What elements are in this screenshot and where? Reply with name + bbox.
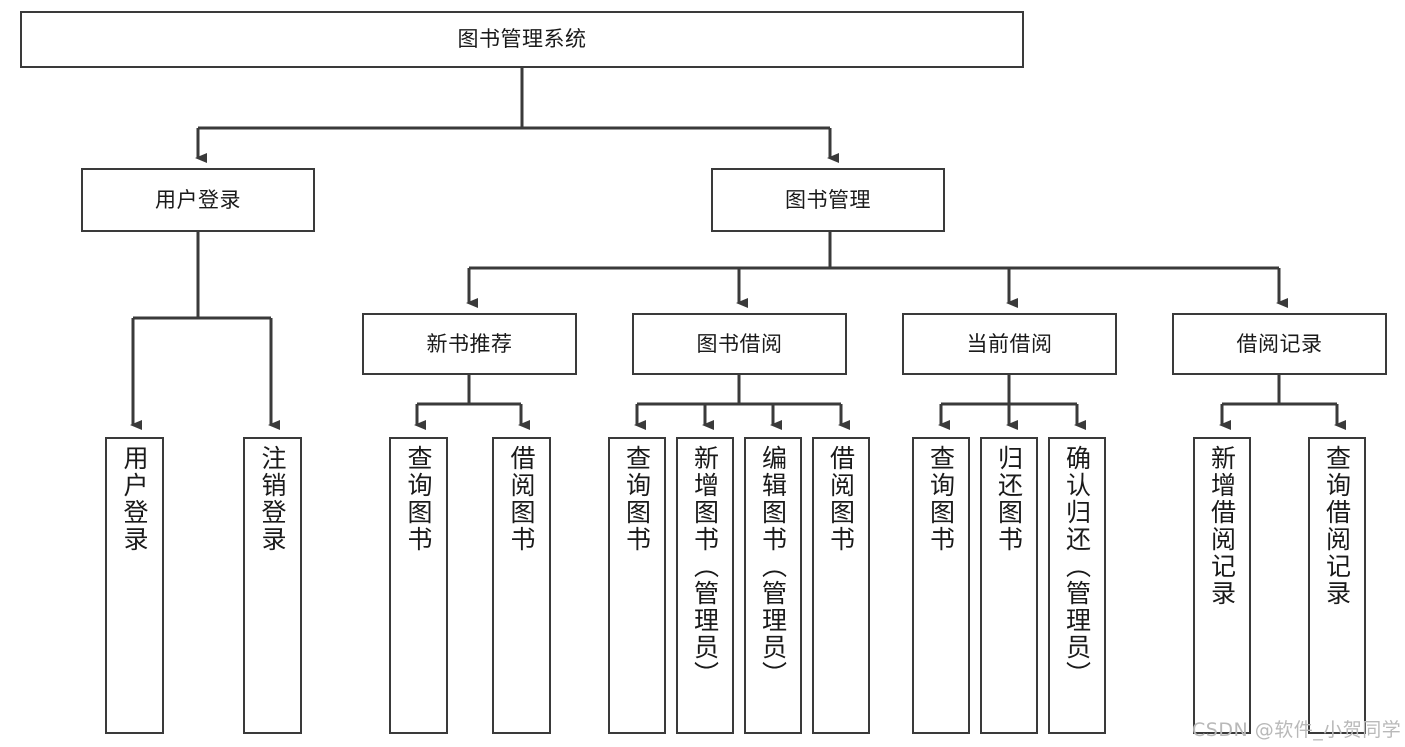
node-book-management[interactable]: 图书管理 — [711, 168, 945, 232]
node-label: 新增借阅记录 — [1207, 445, 1237, 607]
node-label: 图书管理系统 — [457, 27, 587, 52]
leaf-current-borrow-confirm-return-admin[interactable]: 确认归还（管理员） — [1048, 437, 1106, 734]
node-book-borrow[interactable]: 图书借阅 — [632, 313, 847, 375]
node-label: 查询图书 — [926, 445, 956, 553]
leaf-new-book-borrow-book[interactable]: 借阅图书 — [492, 437, 551, 734]
leaf-book-borrow-edit-book-admin[interactable]: 编辑图书（管理员） — [744, 437, 802, 734]
node-label: 图书管理 — [785, 187, 871, 212]
node-label: 注销登录 — [258, 445, 287, 553]
leaf-book-borrow-query-book[interactable]: 查询图书 — [608, 437, 666, 734]
leaf-current-borrow-return-book[interactable]: 归还图书 — [980, 437, 1038, 734]
node-label: 编辑图书（管理员） — [758, 445, 788, 688]
node-root-book-management-system[interactable]: 图书管理系统 — [20, 11, 1024, 68]
node-label: 新增图书（管理员） — [690, 445, 720, 688]
leaf-user-login-logout[interactable]: 注销登录 — [243, 437, 302, 734]
node-label: 借阅图书 — [507, 445, 536, 553]
node-label: 当前借阅 — [966, 331, 1053, 356]
node-label: 借阅图书 — [826, 445, 856, 553]
leaf-new-book-query-book[interactable]: 查询图书 — [389, 437, 448, 734]
node-label: 新书推荐 — [426, 331, 513, 356]
leaf-book-borrow-add-book-admin[interactable]: 新增图书（管理员） — [676, 437, 734, 734]
leaf-current-borrow-query-book[interactable]: 查询图书 — [912, 437, 970, 734]
leaf-borrow-records-add-record[interactable]: 新增借阅记录 — [1193, 437, 1251, 734]
node-label: 查询图书 — [622, 445, 652, 553]
node-label: 归还图书 — [994, 445, 1024, 553]
node-user-login[interactable]: 用户登录 — [81, 168, 315, 232]
leaf-user-login-login[interactable]: 用户登录 — [105, 437, 164, 734]
node-label: 确认归还（管理员） — [1062, 445, 1092, 688]
node-label: 用户登录 — [155, 187, 241, 212]
leaf-book-borrow-borrow-book[interactable]: 借阅图书 — [812, 437, 870, 734]
node-label: 借阅记录 — [1236, 331, 1323, 356]
watermark-text: CSDN @软件_小贺同学 — [1192, 719, 1402, 741]
leaf-borrow-records-query-record[interactable]: 查询借阅记录 — [1308, 437, 1366, 734]
node-label: 图书借阅 — [696, 331, 783, 356]
node-label: 用户登录 — [120, 445, 149, 553]
node-current-borrow[interactable]: 当前借阅 — [902, 313, 1117, 375]
node-label: 查询图书 — [404, 445, 433, 553]
node-label: 查询借阅记录 — [1322, 445, 1352, 607]
node-new-book-recommend[interactable]: 新书推荐 — [362, 313, 577, 375]
node-borrow-records[interactable]: 借阅记录 — [1172, 313, 1387, 375]
